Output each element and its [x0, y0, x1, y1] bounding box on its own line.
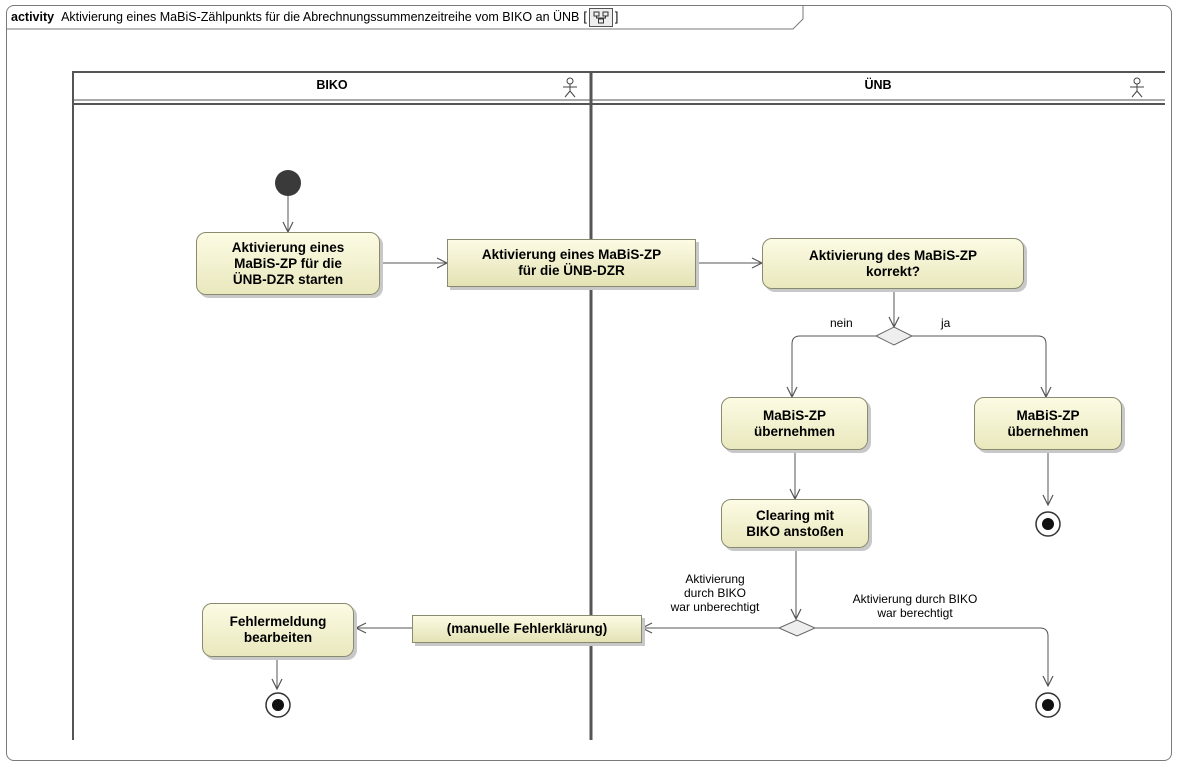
- action-take-over-right[interactable]: MaBiS-ZP übernehmen: [974, 397, 1122, 450]
- final-node: [1035, 692, 1061, 718]
- action-process-error[interactable]: Fehlermeldung bearbeiten: [202, 603, 354, 657]
- frame-bracket-open: [: [583, 10, 587, 24]
- final-node: [265, 692, 291, 718]
- diagram-frame: [6, 5, 1172, 761]
- lane-title-biko: BIKO: [316, 78, 348, 92]
- frame-keyword: activity: [11, 10, 55, 24]
- lane-title-unb: ÜNB: [864, 78, 892, 92]
- action-start-activation[interactable]: Aktivierung eines MaBiS-ZP für die ÜNB-D…: [196, 232, 380, 295]
- frame-header: activity Aktivierung eines MaBiS-Zählpun…: [6, 5, 618, 29]
- guard-label-nein: nein: [830, 316, 853, 330]
- frame-bracket-close: ]: [614, 10, 619, 24]
- frame-tab: [6, 5, 804, 30]
- guard-label-ja: ja: [941, 316, 951, 330]
- swimlanes: [72, 71, 1165, 740]
- action-check-correct[interactable]: Aktivierung des MaBiS-ZP korrekt?: [762, 238, 1024, 289]
- diagram-icon[interactable]: [588, 7, 613, 27]
- initial-node: [275, 170, 301, 196]
- edges: [277, 196, 1048, 689]
- guard-label-unberechtigt: Aktivierung durch BIKO war unberechtigt: [670, 572, 760, 614]
- decision-node: [874, 326, 914, 346]
- object-node-activation[interactable]: Aktivierung eines MaBiS-ZP für die ÜNB-D…: [447, 239, 696, 287]
- guard-label-berechtigt: Aktivierung durch BIKO war berechtigt: [852, 592, 978, 620]
- final-node: [1035, 511, 1061, 537]
- object-node-manual-clarification[interactable]: (manuelle Fehlerklärung): [412, 615, 642, 643]
- action-take-over-left[interactable]: MaBiS-ZP übernehmen: [721, 397, 868, 450]
- actor-icon: [1130, 77, 1144, 98]
- action-start-clearing[interactable]: Clearing mit BIKO anstoßen: [721, 499, 869, 548]
- frame-title: Aktivierung eines MaBiS-Zählpunkts für d…: [61, 10, 580, 24]
- decision-node: [777, 619, 817, 637]
- actor-icon: [563, 77, 577, 98]
